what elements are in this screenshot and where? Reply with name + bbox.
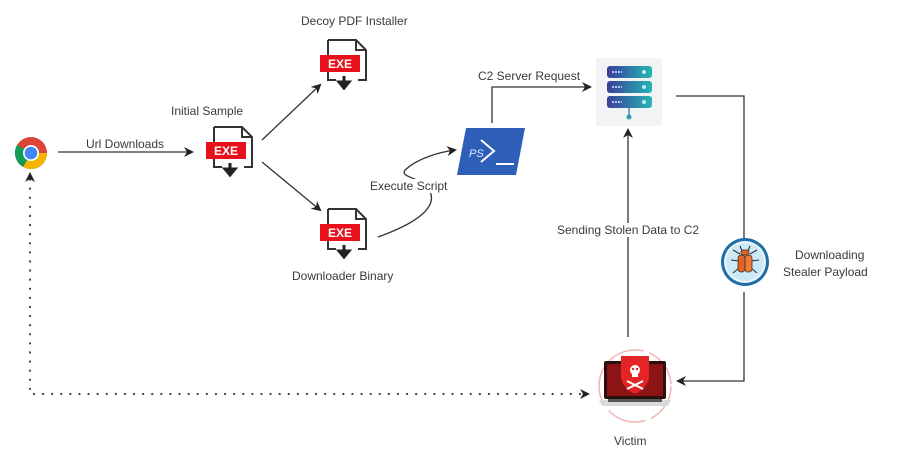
edge-label-c2-request: C2 Server Request: [478, 69, 581, 83]
node-label-downloader: Downloader Binary: [292, 269, 394, 283]
arrowhead-dotted-browser: [25, 172, 35, 182]
exe-badge: EXE: [214, 144, 238, 158]
edge-c2-request: [491, 82, 592, 123]
edge-victim-to-browser-dotted: [28, 176, 582, 396]
decoy-exe-icon: EXE: [320, 39, 367, 91]
ps-glyph: PS: [469, 148, 484, 160]
compromised-laptop-icon: [598, 349, 672, 423]
edge-execute-script: [377, 146, 457, 238]
arrowhead-dotted-victim: [580, 389, 590, 399]
node-label-stealer-line1: Downloading: [795, 248, 865, 262]
edge-label-sending-data: Sending Stolen Data to C2: [557, 223, 700, 237]
bug-icon: [721, 238, 769, 286]
node-label-victim: Victim: [614, 434, 647, 448]
powershell-icon: PS: [457, 128, 525, 175]
chrome-browser-icon: [14, 137, 47, 170]
edge-label-execute-script: Execute Script: [370, 179, 448, 193]
node-label-decoy: Decoy PDF Installer: [301, 14, 408, 28]
exe-badge: EXE: [328, 226, 352, 240]
edge-label-url-downloads: Url Downloads: [86, 137, 165, 151]
server-icon: [596, 58, 662, 126]
edge-payload-to-victim: [676, 292, 745, 386]
edge-download-payload: [676, 95, 745, 238]
edge-to-downloader: [261, 161, 322, 212]
initial-sample-exe-icon: EXE: [206, 126, 253, 178]
node-label-stealer-line2: Stealer Payload: [783, 265, 868, 279]
edge-to-decoy: [261, 83, 322, 141]
downloader-exe-icon: EXE: [320, 208, 367, 260]
exe-badge: EXE: [328, 57, 352, 71]
node-label-initial-sample: Initial Sample: [171, 104, 244, 118]
